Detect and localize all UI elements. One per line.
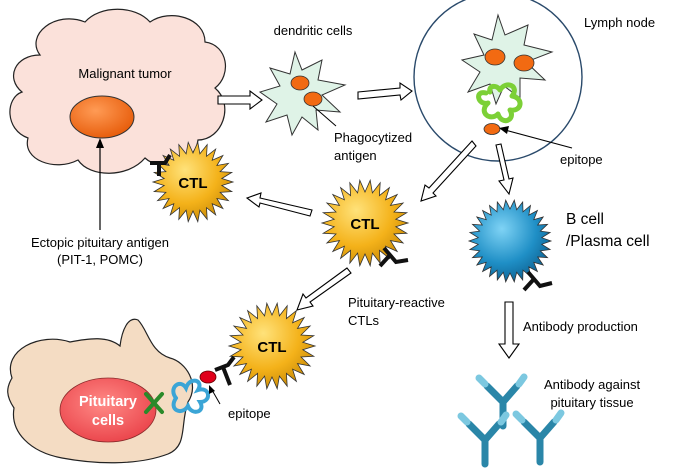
- ctl-1-label: CTL: [178, 175, 207, 192]
- pituitary-cells: [59, 377, 157, 443]
- spiky-cell-outline: [320, 178, 410, 268]
- malignant-tumor: Malignant tumor: [9, 8, 226, 174]
- ectopic-label-line1: Ectopic pituitary antigen: [31, 235, 169, 250]
- tcr-receptor-1: [150, 153, 172, 176]
- dendritic-cells-label: dendritic cells: [274, 23, 353, 38]
- pituitary-reactive-label-line2: CTLs: [348, 313, 380, 328]
- arrow-ctl2-to-ctl1: [245, 192, 313, 217]
- pituitary-mhc-receptor: [171, 370, 217, 414]
- ctl-2-label: CTL: [350, 216, 379, 233]
- pituitary-label-line1: Pituitary: [79, 394, 137, 410]
- ectopic-arrow: [96, 138, 104, 230]
- spiky-cell-outline: [227, 301, 317, 391]
- ctl-cell-1: CTL: [150, 140, 235, 224]
- dendritic-cell: [258, 50, 347, 137]
- lymph-node-label: Lymph node: [584, 15, 655, 30]
- arrow-lymph-to-bcell: [495, 143, 514, 196]
- spiky-cell-outline: [467, 199, 553, 283]
- arrow-lymph-to-ctl: [420, 140, 477, 202]
- spiky-cell-outline: [151, 140, 235, 224]
- block-x-icon: [144, 392, 164, 414]
- tcr-receptor-3: [214, 355, 236, 386]
- b-cell: [467, 199, 553, 292]
- b-cell-receptor: [522, 270, 553, 292]
- phagocytized-antigen-1: [290, 75, 310, 91]
- pituitary-reactive-label-line1: Pituitary-reactive: [348, 295, 445, 310]
- tumor-cloud: [9, 8, 226, 174]
- ctl-3-label: CTL: [257, 339, 286, 356]
- phagocytized-label-line2: antigen: [334, 148, 377, 163]
- tumor-label: Malignant tumor: [78, 66, 172, 81]
- lymph-antigen-2: [513, 54, 535, 72]
- antibody-production-label: Antibody production: [523, 319, 638, 334]
- b-cell-label-line1: B cell: [566, 211, 604, 228]
- pituitary-label-line2: cells: [92, 413, 124, 429]
- lymph-node: Lymph node: [413, 0, 655, 162]
- epitope-bottom-pointer: [209, 385, 221, 405]
- arrow-bcell-to-antibody: [497, 301, 521, 359]
- lymph-antigen-1: [484, 48, 506, 66]
- ctl-cell-3: CTL: [214, 301, 317, 391]
- antibody-against-label-line1: Antibody against: [544, 377, 641, 392]
- phagocytized-label-line1: Phagocytized: [334, 130, 412, 145]
- pituitary-epitope: [199, 370, 217, 384]
- arrow-tumor-to-dendritic: [217, 89, 263, 111]
- dendritic-cell-body: [258, 50, 347, 137]
- arrow-ctl2-to-ctl3: [296, 267, 352, 311]
- b-cell-label-line2: /Plasma cell: [566, 233, 650, 250]
- epitope-top-pointer: [499, 126, 573, 149]
- lymph-epitope: [483, 123, 501, 135]
- phagocytized-pointer: [312, 105, 337, 127]
- ctl-cell-2: CTL: [320, 178, 410, 268]
- antibody-2: [457, 411, 510, 468]
- pituitary-tissue: Pituitary cells: [7, 318, 194, 464]
- antibody-against-label-line2: pituitary tissue: [550, 395, 633, 410]
- epitope-bottom-label: epitope: [228, 406, 271, 421]
- antibodies: [457, 373, 565, 468]
- phagocytized-antigen-2: [303, 91, 323, 107]
- mhc-receptor: [476, 82, 523, 124]
- antibody-3: [512, 409, 565, 466]
- arrow-dendritic-to-lymph: [357, 81, 413, 102]
- tumor-antigen-core: [69, 95, 135, 139]
- tcr-receptor-2: [378, 246, 409, 268]
- ectopic-label-line2: (PIT-1, POMC): [57, 252, 143, 267]
- epitope-top-label: epitope: [560, 152, 603, 167]
